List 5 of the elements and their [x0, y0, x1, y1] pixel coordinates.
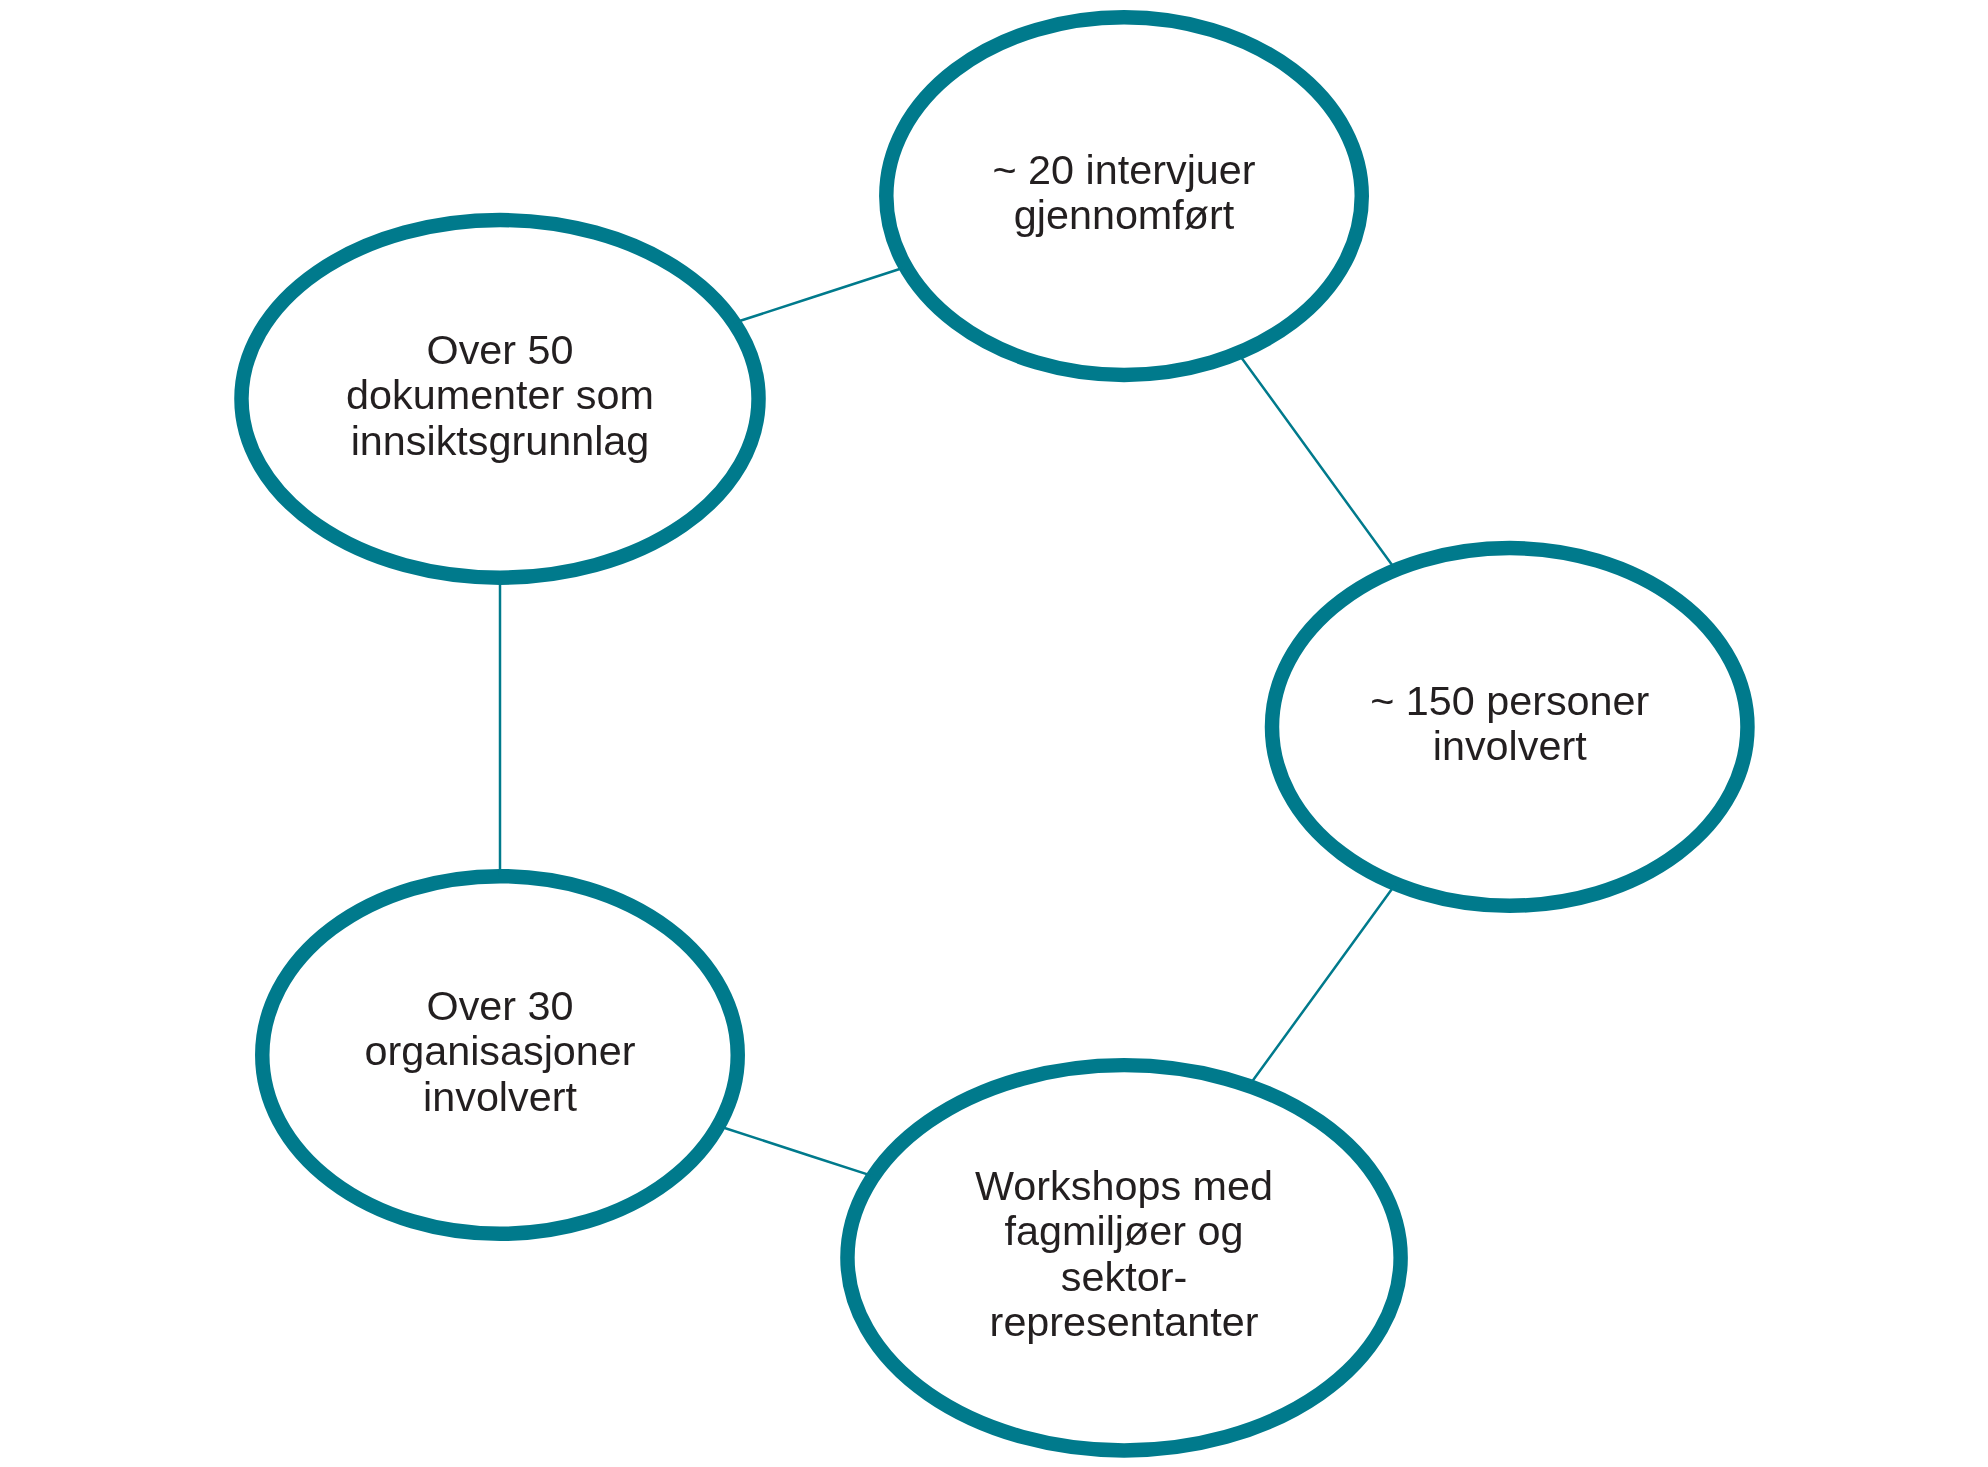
node-ellipse: Workshops med fagmiljøer og sektor- representanter: [839, 1057, 1408, 1458]
node-ellipse: Over 30 organisasjoner involvert: [254, 868, 745, 1241]
node-ellipse: Over 50 dokumenter som innsiktsgrunnlag: [233, 212, 766, 585]
node-ellipse: ~ 20 intervjuer gjennomført: [878, 9, 1369, 382]
node-ellipse: ~ 150 personer involvert: [1264, 540, 1755, 913]
